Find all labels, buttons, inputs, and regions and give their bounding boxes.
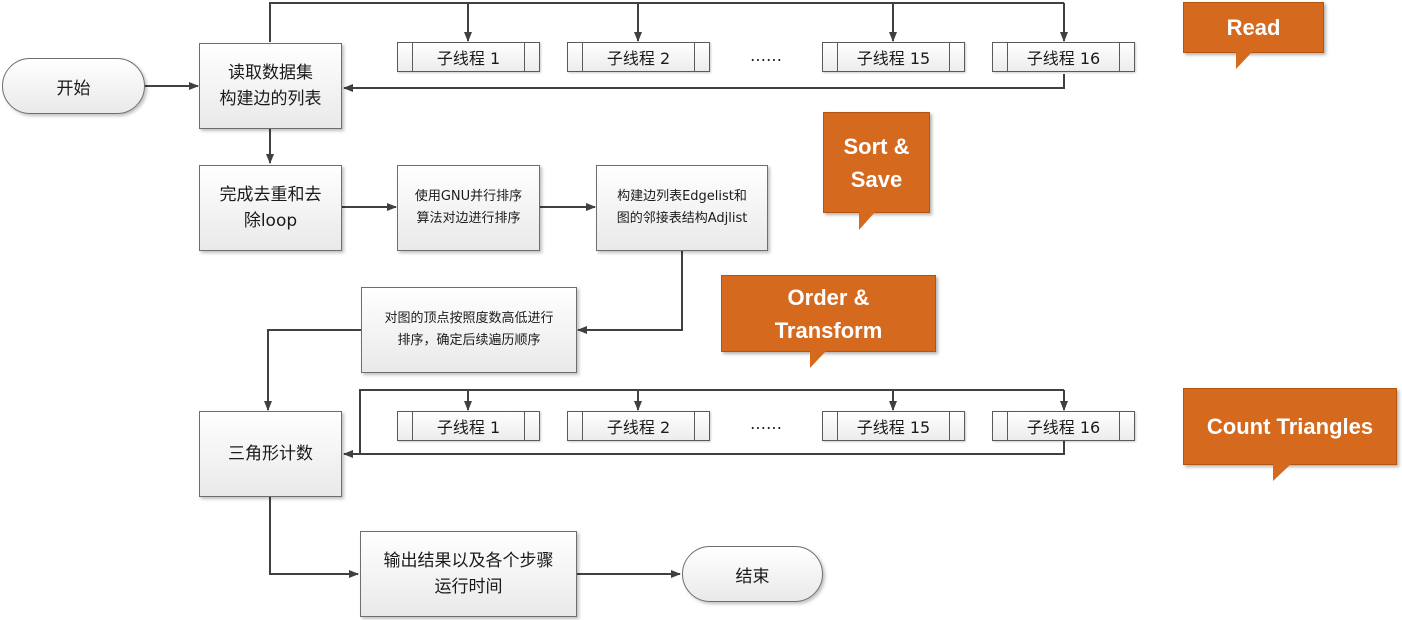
count-return-bus — [343, 441, 1065, 458]
sort-save-callout: Sort & Save — [823, 112, 930, 230]
start-label: 开始 — [56, 78, 91, 99]
read-thread-16-label: 子线程 16 — [1026, 49, 1101, 68]
output-line-2: 运行时间 — [434, 577, 503, 597]
arrow-count-to-output — [269, 497, 359, 578]
count-thread-1: 子线程 1 — [397, 411, 540, 441]
dedup-box: 完成去重和去 除loop — [199, 165, 342, 251]
start-node: 开始 — [2, 58, 145, 114]
count-thread-16: 子线程 16 — [992, 411, 1135, 441]
order-transform-callout-line-1: Order & — [787, 284, 870, 310]
arrow-build-to-order — [577, 251, 683, 334]
read-dataset-box: 读取数据集 构建边的列表 — [199, 43, 342, 129]
output-box: 输出结果以及各个步骤 运行时间 — [360, 531, 577, 617]
read-callout-label: Read — [1226, 15, 1281, 40]
read-return-bus — [343, 74, 1065, 92]
read-fanout-bus — [269, 2, 1064, 42]
output-line-1: 输出结果以及各个步骤 — [383, 551, 554, 571]
triangle-count-box: 三角形计数 — [199, 411, 342, 497]
order-transform-callout: Order & Transform — [721, 275, 936, 368]
count-thread-2-label: 子线程 2 — [606, 418, 671, 437]
count-thread-15-label: 子线程 15 — [856, 418, 931, 437]
count-thread-1-label: 子线程 1 — [436, 418, 501, 437]
vertex-order-line-1: 对图的顶点按照度数高低进行 — [384, 311, 554, 326]
dedup-line-2: 除loop — [243, 211, 298, 231]
gnu-sort-box: 使用GNU并行排序 算法对边进行排序 — [397, 165, 540, 251]
build-structures-line-1: 构建边列表Edgelist和 — [617, 189, 747, 204]
count-thread-15: 子线程 15 — [822, 411, 965, 441]
triangle-count-label: 三角形计数 — [228, 444, 313, 464]
gnu-sort-line-2: 算法对边进行排序 — [416, 211, 521, 226]
read-thread-16: 子线程 16 — [992, 42, 1135, 72]
read-dataset-line-2: 构建边的列表 — [219, 89, 322, 109]
build-structures-box: 构建边列表Edgelist和 图的邻接表结构Adjlist — [596, 165, 768, 251]
read-thread-15-label: 子线程 15 — [856, 49, 931, 68]
count-threads-ellipsis: …… — [750, 414, 782, 433]
count-thread-2: 子线程 2 — [567, 411, 710, 441]
read-threads-ellipsis: …… — [750, 46, 782, 65]
sort-save-callout-line-1: Sort & — [843, 133, 910, 159]
gnu-sort-line-1: 使用GNU并行排序 — [414, 189, 523, 204]
order-transform-callout-line-2: Transform — [774, 317, 883, 343]
read-dataset-line-1: 读取数据集 — [228, 63, 313, 83]
dedup-line-1: 完成去重和去 — [219, 185, 322, 205]
read-thread-2-label: 子线程 2 — [606, 49, 671, 68]
vertex-order-line-2: 排序，确定后续遍历顺序 — [397, 333, 541, 348]
read-thread-2: 子线程 2 — [567, 42, 710, 72]
count-triangles-callout-label: Count Triangles — [1206, 414, 1374, 439]
read-thread-15: 子线程 15 — [822, 42, 965, 72]
read-thread-1: 子线程 1 — [397, 42, 540, 72]
build-structures-line-2: 图的邻接表结构Adjlist — [616, 211, 748, 226]
read-callout: Read — [1183, 2, 1324, 69]
sort-save-callout-line-2: Save — [850, 166, 903, 192]
vertex-order-box: 对图的顶点按照度数高低进行 排序，确定后续遍历顺序 — [361, 287, 577, 373]
read-thread-1-label: 子线程 1 — [436, 49, 501, 68]
count-fanout-bus — [359, 389, 1064, 454]
arrow-order-to-count — [264, 329, 361, 411]
count-triangles-callout: Count Triangles — [1183, 388, 1397, 481]
end-node: 结束 — [682, 546, 823, 602]
end-label: 结束 — [735, 566, 770, 587]
count-thread-16-label: 子线程 16 — [1026, 418, 1101, 437]
